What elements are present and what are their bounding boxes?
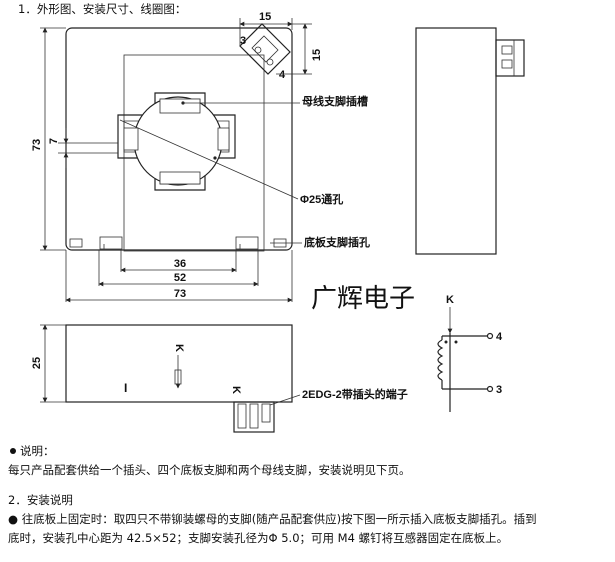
dim-15-top: 15	[259, 11, 271, 23]
side-plug	[495, 39, 525, 77]
plug-label: 2EDG-2带插头的端子	[302, 387, 408, 401]
terminal-block	[239, 23, 291, 75]
section2-title: 2．安装说明	[8, 493, 73, 507]
dim-25: 25	[31, 357, 43, 369]
install-line-2: 底时，安装孔中心距为 42.5×52；支脚安装孔径为Φ 5.0；可用 M4 螺钉…	[8, 531, 509, 545]
front-K2-mark: K	[230, 386, 242, 394]
through-hole-label: Φ25通孔	[300, 193, 343, 206]
base-foot-slots	[69, 236, 287, 250]
side-view	[415, 27, 525, 255]
coil-pin-3: 3	[496, 384, 502, 396]
brand-label: 广辉电子	[311, 284, 415, 314]
dim-52: 52	[174, 272, 186, 284]
front-K-mark: K	[173, 344, 185, 352]
front-body	[65, 324, 293, 403]
section1-title: 1．外形图、安装尺寸、线圈图：	[18, 2, 186, 16]
coil-K-label: K	[446, 294, 454, 306]
leader-through-hole	[119, 119, 299, 200]
note-line: 每只产品配套供给一个插头、四个底板支脚和两个母线支脚，安装说明见下页。	[8, 463, 411, 477]
terminal-3-label: 3	[240, 35, 246, 47]
inner-frame	[123, 54, 265, 252]
terminal-4-label: 4	[279, 69, 286, 81]
dim-73-bottom: 73	[174, 288, 186, 300]
dim-15-side: 15	[311, 49, 323, 61]
base-slot-label: 底板支脚插孔	[304, 235, 370, 249]
dim-7: 7	[48, 138, 60, 144]
busbar-slot-label: 母线支脚插槽	[302, 94, 368, 108]
front-view: K I K 2EDG-2带插头的端子 25	[31, 324, 408, 433]
coil-winding	[437, 339, 444, 381]
leader-plug	[269, 394, 301, 406]
dim-73-left: 73	[31, 139, 43, 151]
coil-diagram: K 4 3	[437, 294, 503, 412]
side-body	[415, 27, 497, 255]
front-I-mark: I	[124, 381, 127, 395]
note-bullet	[10, 448, 16, 454]
note-title: 说明：	[20, 444, 55, 458]
install-line-1: ● 往底板上固定时：取四只不带铆装螺母的支脚(随产品配套供应)按下图一所示插入底…	[8, 512, 537, 526]
top-view: 3 4 母线支脚插槽 Φ25通孔 底板支脚插孔	[31, 11, 370, 303]
coil-pin-4: 4	[496, 331, 503, 343]
front-plug	[233, 401, 275, 433]
dim-36: 36	[174, 258, 186, 270]
